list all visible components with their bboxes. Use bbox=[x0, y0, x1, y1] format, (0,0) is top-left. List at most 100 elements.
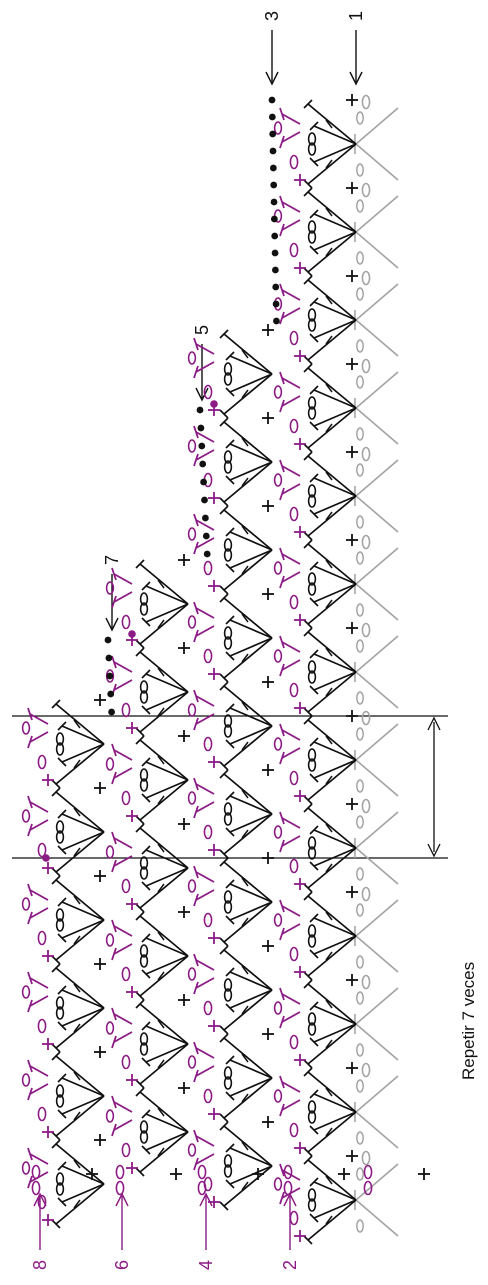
shell-fan bbox=[219, 857, 273, 947]
shell-fan bbox=[51, 875, 105, 965]
sc-plus bbox=[93, 869, 107, 883]
chain-oval bbox=[121, 1054, 131, 1070]
repeat-label: Repetir 7 veces bbox=[459, 962, 478, 1080]
slip-stitch-dot bbox=[270, 215, 278, 223]
chain-oval bbox=[361, 94, 371, 110]
foundation-v bbox=[354, 283, 399, 357]
chain-oval bbox=[203, 1000, 213, 1016]
row-number-2: 2 bbox=[280, 1260, 300, 1270]
sc-plus bbox=[345, 797, 359, 811]
dc-cluster bbox=[105, 831, 133, 873]
sc-plus bbox=[93, 1133, 107, 1147]
dc-cluster bbox=[187, 1041, 215, 1083]
sc-plus bbox=[337, 1167, 351, 1181]
sc-plus bbox=[207, 579, 221, 593]
sc-plus bbox=[345, 93, 359, 107]
foundation-v bbox=[354, 1163, 399, 1237]
dc-cluster bbox=[187, 601, 215, 643]
shell-fan bbox=[303, 715, 357, 805]
sc-plus bbox=[93, 957, 107, 971]
chain-oval bbox=[31, 1180, 41, 1196]
chain-oval bbox=[289, 506, 299, 522]
sc-plus bbox=[293, 437, 307, 451]
chain-oval bbox=[289, 682, 299, 698]
slip-stitch-dot bbox=[104, 636, 112, 644]
sc-plus bbox=[125, 897, 139, 911]
chain-oval bbox=[289, 154, 299, 170]
slip-stitch-dot bbox=[106, 672, 114, 680]
chain-oval bbox=[289, 1210, 299, 1226]
chain-oval bbox=[361, 1150, 371, 1166]
sc-plus bbox=[293, 525, 307, 539]
row-marker-1: 1 bbox=[346, 11, 366, 86]
shell-fan bbox=[135, 559, 189, 649]
sc-plus bbox=[207, 1195, 221, 1209]
dc-cluster bbox=[273, 635, 301, 677]
chain-oval bbox=[121, 614, 131, 630]
foundation-v bbox=[354, 547, 399, 621]
shell-fan bbox=[135, 823, 189, 913]
chain-oval bbox=[361, 886, 371, 902]
sc-plus bbox=[417, 1167, 431, 1181]
chain-oval bbox=[363, 1164, 373, 1180]
foundation-v bbox=[354, 811, 399, 885]
sc-plus bbox=[261, 411, 275, 425]
sc-plus bbox=[41, 1125, 55, 1139]
sc-plus bbox=[93, 781, 107, 795]
chain-oval bbox=[203, 560, 213, 576]
slip-stitch-dot bbox=[202, 532, 210, 540]
sc-plus bbox=[261, 851, 275, 865]
shell-fan bbox=[135, 1087, 189, 1177]
shell-fan bbox=[303, 1067, 357, 1157]
sc-plus bbox=[177, 1081, 191, 1095]
dc-cluster bbox=[21, 707, 49, 749]
sc-plus bbox=[261, 939, 275, 953]
shell-fan bbox=[51, 1139, 105, 1229]
shell-fan bbox=[51, 1051, 105, 1141]
shell-fan bbox=[219, 505, 273, 595]
chain-oval bbox=[289, 946, 299, 962]
row-marker-3: 3 bbox=[262, 11, 282, 86]
shell-fan bbox=[303, 99, 357, 189]
sc-plus bbox=[293, 613, 307, 627]
dc-cluster bbox=[105, 919, 133, 961]
row-number-5: 5 bbox=[192, 325, 212, 335]
sc-plus bbox=[207, 843, 221, 857]
chain-oval bbox=[289, 770, 299, 786]
slip-stitch-dot bbox=[105, 654, 113, 662]
foundation-v bbox=[354, 107, 399, 181]
sc-plus bbox=[261, 323, 275, 337]
foundation-v bbox=[354, 1075, 399, 1149]
shell-fan bbox=[303, 363, 357, 453]
slip-stitch-dot bbox=[42, 854, 50, 862]
shell-fan bbox=[51, 699, 105, 789]
dc-cluster bbox=[21, 1059, 49, 1101]
sc-plus bbox=[293, 965, 307, 979]
sc-plus bbox=[293, 261, 307, 275]
sc-plus bbox=[345, 357, 359, 371]
slip-stitch-dot bbox=[202, 514, 209, 522]
sc-plus bbox=[345, 445, 359, 459]
sc-plus bbox=[345, 1149, 359, 1163]
shell-fan bbox=[303, 979, 357, 1069]
sc-plus bbox=[207, 1019, 221, 1033]
sc-plus bbox=[41, 1037, 55, 1051]
chain-oval bbox=[361, 622, 371, 638]
shell-fan bbox=[303, 803, 357, 893]
chain-oval bbox=[361, 710, 371, 726]
sc-plus bbox=[261, 1115, 275, 1129]
chain-oval bbox=[289, 418, 299, 434]
sc-plus bbox=[207, 931, 221, 945]
dc-cluster bbox=[273, 107, 301, 149]
sc-plus bbox=[261, 587, 275, 601]
slip-stitch-dot bbox=[108, 708, 115, 716]
row-marker-8: 8 bbox=[30, 1192, 50, 1270]
sc-plus bbox=[345, 1061, 359, 1075]
chain-oval bbox=[31, 1164, 41, 1180]
slip-stitch-dot bbox=[201, 496, 208, 504]
sc-plus bbox=[41, 949, 55, 963]
shell-fan bbox=[51, 787, 105, 877]
slip-stitch-dot bbox=[196, 406, 204, 414]
shell-fan bbox=[219, 417, 273, 507]
